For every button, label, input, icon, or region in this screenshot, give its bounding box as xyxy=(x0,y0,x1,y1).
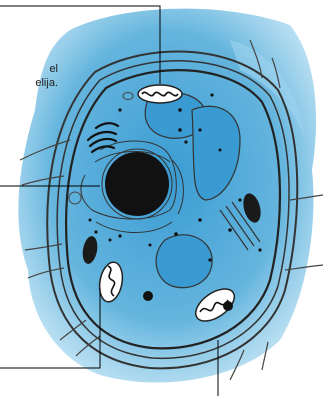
mitochondrion-top xyxy=(138,85,182,103)
caption-line-1: el xyxy=(0,62,58,76)
nucleus xyxy=(105,152,169,216)
dark-dot-center xyxy=(143,291,153,301)
dark-dot-right xyxy=(223,301,233,311)
vacuole-bottom xyxy=(156,235,212,288)
caption-line-2: elija. xyxy=(0,76,58,90)
caption-text: el elija. xyxy=(0,62,58,90)
